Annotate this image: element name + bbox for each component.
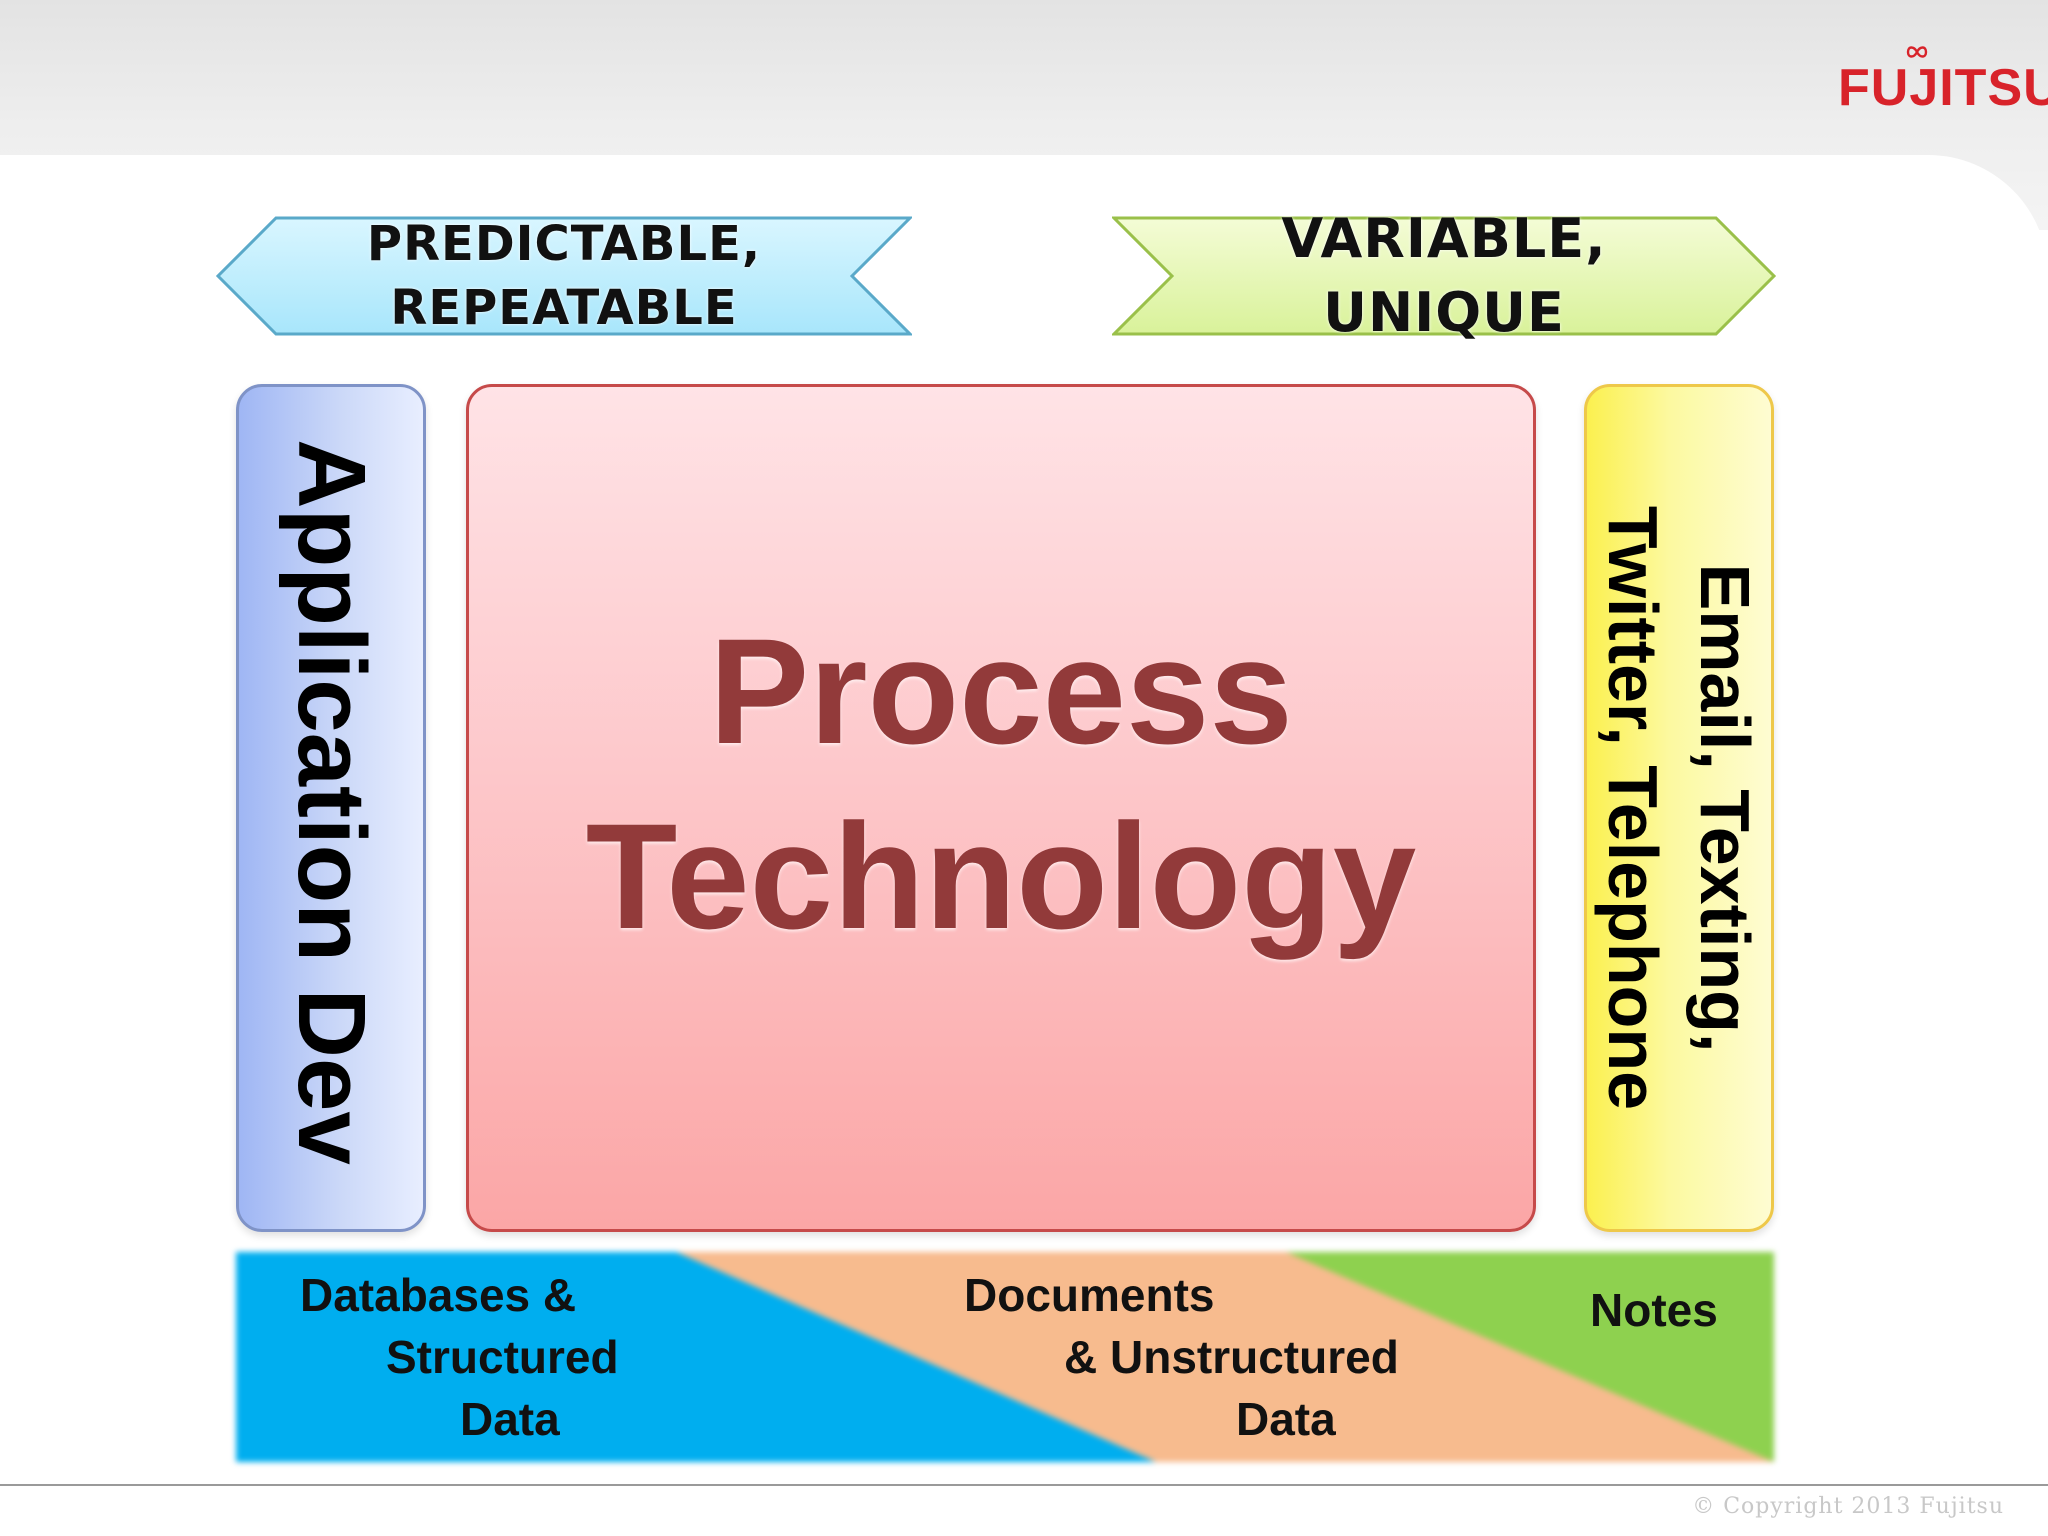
footer-divider (0, 1484, 2048, 1486)
banner-variable-line-2: UNIQUE (1323, 281, 1565, 344)
process-technology-box: Process Technology (466, 384, 1536, 1232)
copyright-text: © Copyright 2013 Fujitsu (1692, 1494, 2004, 1519)
banner-variable: VARIABLE, UNIQUE (1112, 207, 1776, 344)
communications-label: Email, Texting, Twitter, Telephone (1587, 506, 1771, 1110)
process-title-line-2: Technology (585, 792, 1417, 960)
banner-predictable-line-2: REPEATABLE (390, 280, 738, 336)
left-arrow-banner-shape (216, 216, 912, 336)
structured-line-2: Structured (386, 1331, 619, 1383)
unstructured-line-2: & Unstructured (1064, 1331, 1399, 1383)
unstructured-data-label: Documents & Unstructured Data (964, 1264, 1399, 1450)
banner-variable-line-1: VARIABLE, (1281, 207, 1607, 270)
fujitsu-logo: FUJITSU (1838, 59, 2048, 117)
structured-segment (236, 1252, 1156, 1462)
unstructured-line-1: Documents (964, 1269, 1215, 1321)
banner-predictable-text: PREDICTABLE, REPEATABLE (216, 216, 912, 336)
communications-line-1: Email, Texting, (1686, 563, 1764, 1053)
communications-line-2: Twitter, Telephone (1594, 505, 1672, 1111)
notes-segment (1286, 1252, 1774, 1462)
process-technology-title: Process Technology (469, 363, 1533, 1205)
data-spectrum-band (236, 1252, 1774, 1462)
structured-line-3: Data (460, 1393, 560, 1445)
banner-variable-text: VARIABLE, UNIQUE (1112, 207, 1776, 344)
banner-predictable: PREDICTABLE, REPEATABLE (216, 216, 912, 336)
process-title-line-1: Process (709, 607, 1293, 775)
unstructured-line-3: Data (1236, 1393, 1336, 1445)
right-arrow-banner-shape (1112, 216, 1776, 336)
notes-label: Notes (1590, 1284, 1718, 1336)
fujitsu-infinity-icon (1906, 46, 1928, 58)
application-dev-label: Application Dev (278, 439, 385, 1165)
structured-data-label: Databases & Structured Data (300, 1264, 619, 1450)
structured-line-1: Databases & (300, 1269, 577, 1321)
application-dev-box: Application Dev (236, 384, 426, 1232)
communications-box: Email, Texting, Twitter, Telephone (1584, 384, 1774, 1232)
banner-predictable-line-1: PREDICTABLE, (366, 216, 762, 272)
